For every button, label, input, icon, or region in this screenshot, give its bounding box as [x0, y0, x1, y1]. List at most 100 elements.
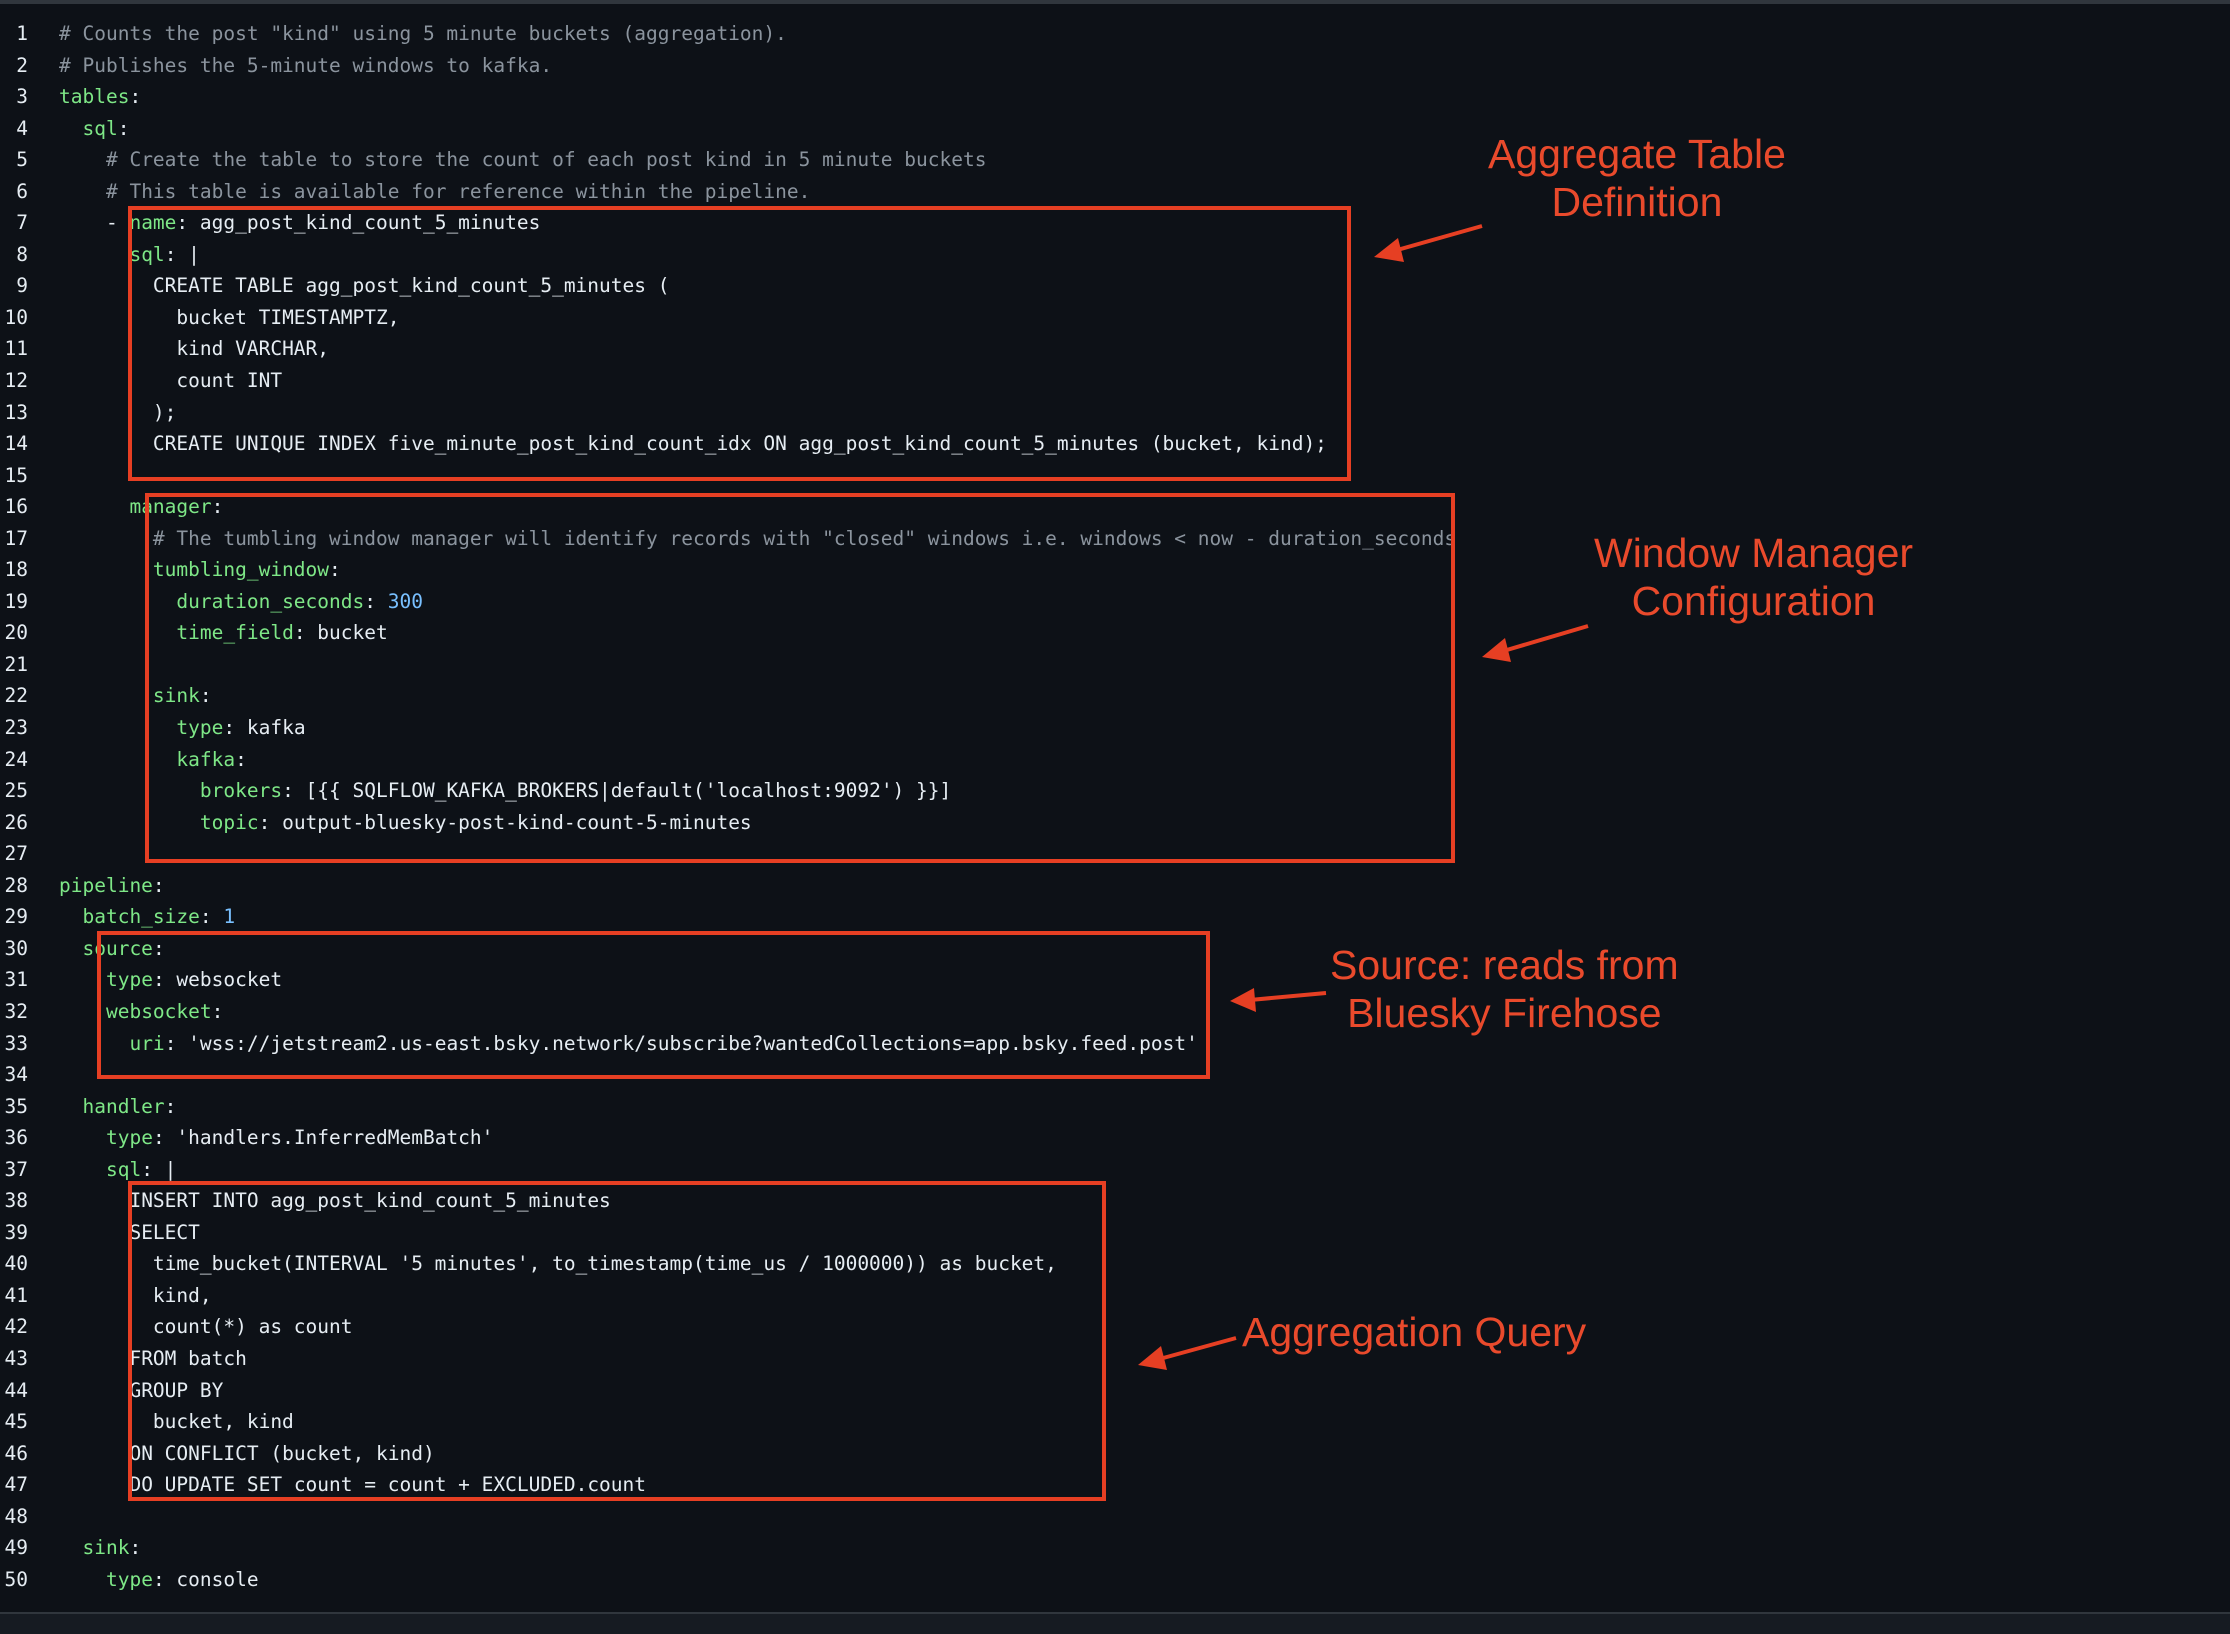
- line-number: 40: [4, 1252, 28, 1276]
- code-text: sql: |: [59, 239, 199, 271]
- code-line: 39 SELECT: [0, 1217, 2230, 1249]
- window-manager-label-line1: Window Manager: [1594, 530, 1914, 576]
- line-number: 31: [4, 968, 28, 992]
- code-token: :: [235, 747, 247, 771]
- code-token: FROM batch: [129, 1346, 247, 1370]
- code-text: topic: output-bluesky-post-kind-count-5-…: [59, 807, 752, 839]
- arrow-aggregation-query: [1138, 1336, 1237, 1370]
- yaml-key: pipeline: [59, 873, 153, 897]
- code-line: 1# Counts the post "kind" using 5 minute…: [0, 18, 2230, 50]
- yaml-key: kafka: [176, 747, 236, 771]
- line-number: 12: [4, 369, 28, 393]
- code-token: SELECT: [129, 1220, 200, 1244]
- yaml-key: sql: [105, 1157, 142, 1181]
- code-token: );: [152, 400, 177, 424]
- code-line: 47 DO UPDATE SET count = count + EXCLUDE…: [0, 1469, 2230, 1501]
- code-text: CREATE UNIQUE INDEX five_minute_post_kin…: [59, 428, 1327, 460]
- code-token: kind,: [152, 1283, 212, 1307]
- code-text: type: websocket: [59, 964, 282, 996]
- code-text: pipeline:: [59, 870, 165, 902]
- code-token: INSERT INTO agg_post_kind_count_5_minute…: [129, 1189, 611, 1213]
- code-line: 15: [0, 460, 2230, 492]
- yaml-key: brokers: [199, 779, 283, 803]
- window-manager-box: [145, 493, 1455, 863]
- code-line: 35 handler:: [0, 1091, 2230, 1123]
- yaml-key: tables: [59, 85, 130, 109]
- code-line: 27: [0, 838, 2230, 870]
- code-token: : 'handlers.InferredMemBatch': [152, 1126, 494, 1150]
- line-number: 27: [4, 842, 28, 866]
- code-line: 33 uri: 'wss://jetstream2.us-east.bsky.n…: [0, 1028, 2230, 1060]
- line-number: 23: [4, 716, 28, 740]
- code-token: :: [152, 873, 165, 897]
- source-box: [97, 931, 1210, 1079]
- yaml-key: type: [105, 968, 153, 992]
- code-line: 5 # Create the table to store the count …: [0, 144, 2230, 176]
- code-text: ON CONFLICT (bucket, kind): [59, 1438, 435, 1470]
- code-view[interactable]: 1# Counts the post "kind" using 5 minute…: [0, 18, 2230, 1595]
- line-number: 43: [4, 1346, 28, 1370]
- code-line: 49 sink:: [0, 1532, 2230, 1564]
- line-number: 30: [4, 936, 28, 960]
- yaml-key: type: [105, 1126, 153, 1150]
- bottom-scrollbar[interactable]: [0, 1612, 2230, 1634]
- code-line: 6 # This table is available for referenc…: [0, 176, 2230, 208]
- code-token: :: [211, 495, 224, 519]
- code-text: # Create the table to store the count of…: [59, 144, 987, 176]
- yaml-key: sink: [152, 684, 200, 708]
- line-number: 35: [4, 1094, 28, 1118]
- yaml-key: name: [129, 211, 177, 235]
- code-line: 41 kind,: [0, 1280, 2230, 1312]
- line-number: 14: [4, 432, 28, 456]
- code-token: : [{{ SQLFLOW_KAFKA_BROKERS|default('loc…: [282, 779, 952, 803]
- code-token: -: [105, 211, 130, 235]
- code-line: 22 sink:: [0, 680, 2230, 712]
- code-text: uri: 'wss://jetstream2.us-east.bsky.netw…: [59, 1028, 1197, 1060]
- code-line: 29 batch_size: 1: [0, 901, 2230, 933]
- code-line: 2# Publishes the 5-minute windows to kaf…: [0, 50, 2230, 82]
- yaml-key: type: [105, 1567, 153, 1591]
- line-number: 41: [4, 1283, 28, 1307]
- window-manager-label: Window Manager Configuration: [1594, 529, 1913, 625]
- code-text: time_bucket(INTERVAL '5 minutes', to_tim…: [59, 1248, 1057, 1280]
- line-number: 19: [4, 589, 28, 613]
- code-text: sink:: [59, 1532, 141, 1564]
- code-text: # This table is available for reference …: [59, 176, 810, 208]
- code-text: manager:: [59, 491, 223, 523]
- code-line: 19 duration_seconds: 300: [0, 586, 2230, 618]
- line-number: 32: [4, 999, 28, 1023]
- code-token: CREATE TABLE agg_post_kind_count_5_minut…: [152, 274, 670, 298]
- code-line: 48: [0, 1501, 2230, 1533]
- code-line: 14 CREATE UNIQUE INDEX five_minute_post_…: [0, 428, 2230, 460]
- window-manager-label-line2: Configuration: [1631, 578, 1876, 624]
- source-label-line2: Bluesky Firehose: [1347, 990, 1662, 1036]
- code-token: : bucket: [293, 621, 388, 645]
- code-token: : console: [152, 1567, 259, 1591]
- code-token: : agg_post_kind_count_5_minutes: [176, 211, 541, 235]
- code-line: 31 type: websocket: [0, 964, 2230, 996]
- yaml-key: tumbling_window: [152, 558, 330, 582]
- code-text: # Publishes the 5-minute windows to kafk…: [59, 50, 552, 82]
- code-token: count INT: [176, 369, 283, 393]
- arrow-aggregate-table: [1374, 224, 1483, 262]
- aggregate-table-label-line2: Definition: [1551, 179, 1723, 225]
- line-number: 36: [4, 1126, 28, 1150]
- code-text: - name: agg_post_kind_count_5_minutes: [59, 207, 540, 239]
- code-token: : |: [141, 1157, 177, 1181]
- line-number: 11: [4, 337, 28, 361]
- code-text: kind VARCHAR,: [59, 333, 329, 365]
- arrow-source: [1230, 988, 1327, 1012]
- code-text: );: [59, 397, 176, 429]
- source-label-line1: Source: reads from: [1330, 942, 1679, 988]
- code-text: websocket:: [59, 996, 223, 1028]
- line-number: 17: [4, 526, 28, 550]
- line-number: 37: [4, 1157, 28, 1181]
- code-token: ON CONFLICT (bucket, kind): [129, 1441, 435, 1465]
- code-text: count(*) as count: [59, 1311, 353, 1343]
- code-token: kind VARCHAR,: [176, 337, 330, 361]
- code-line: 46 ON CONFLICT (bucket, kind): [0, 1438, 2230, 1470]
- code-token: :: [211, 999, 224, 1023]
- yaml-key: type: [176, 716, 224, 740]
- code-line: 17 # The tumbling window manager will id…: [0, 523, 2230, 555]
